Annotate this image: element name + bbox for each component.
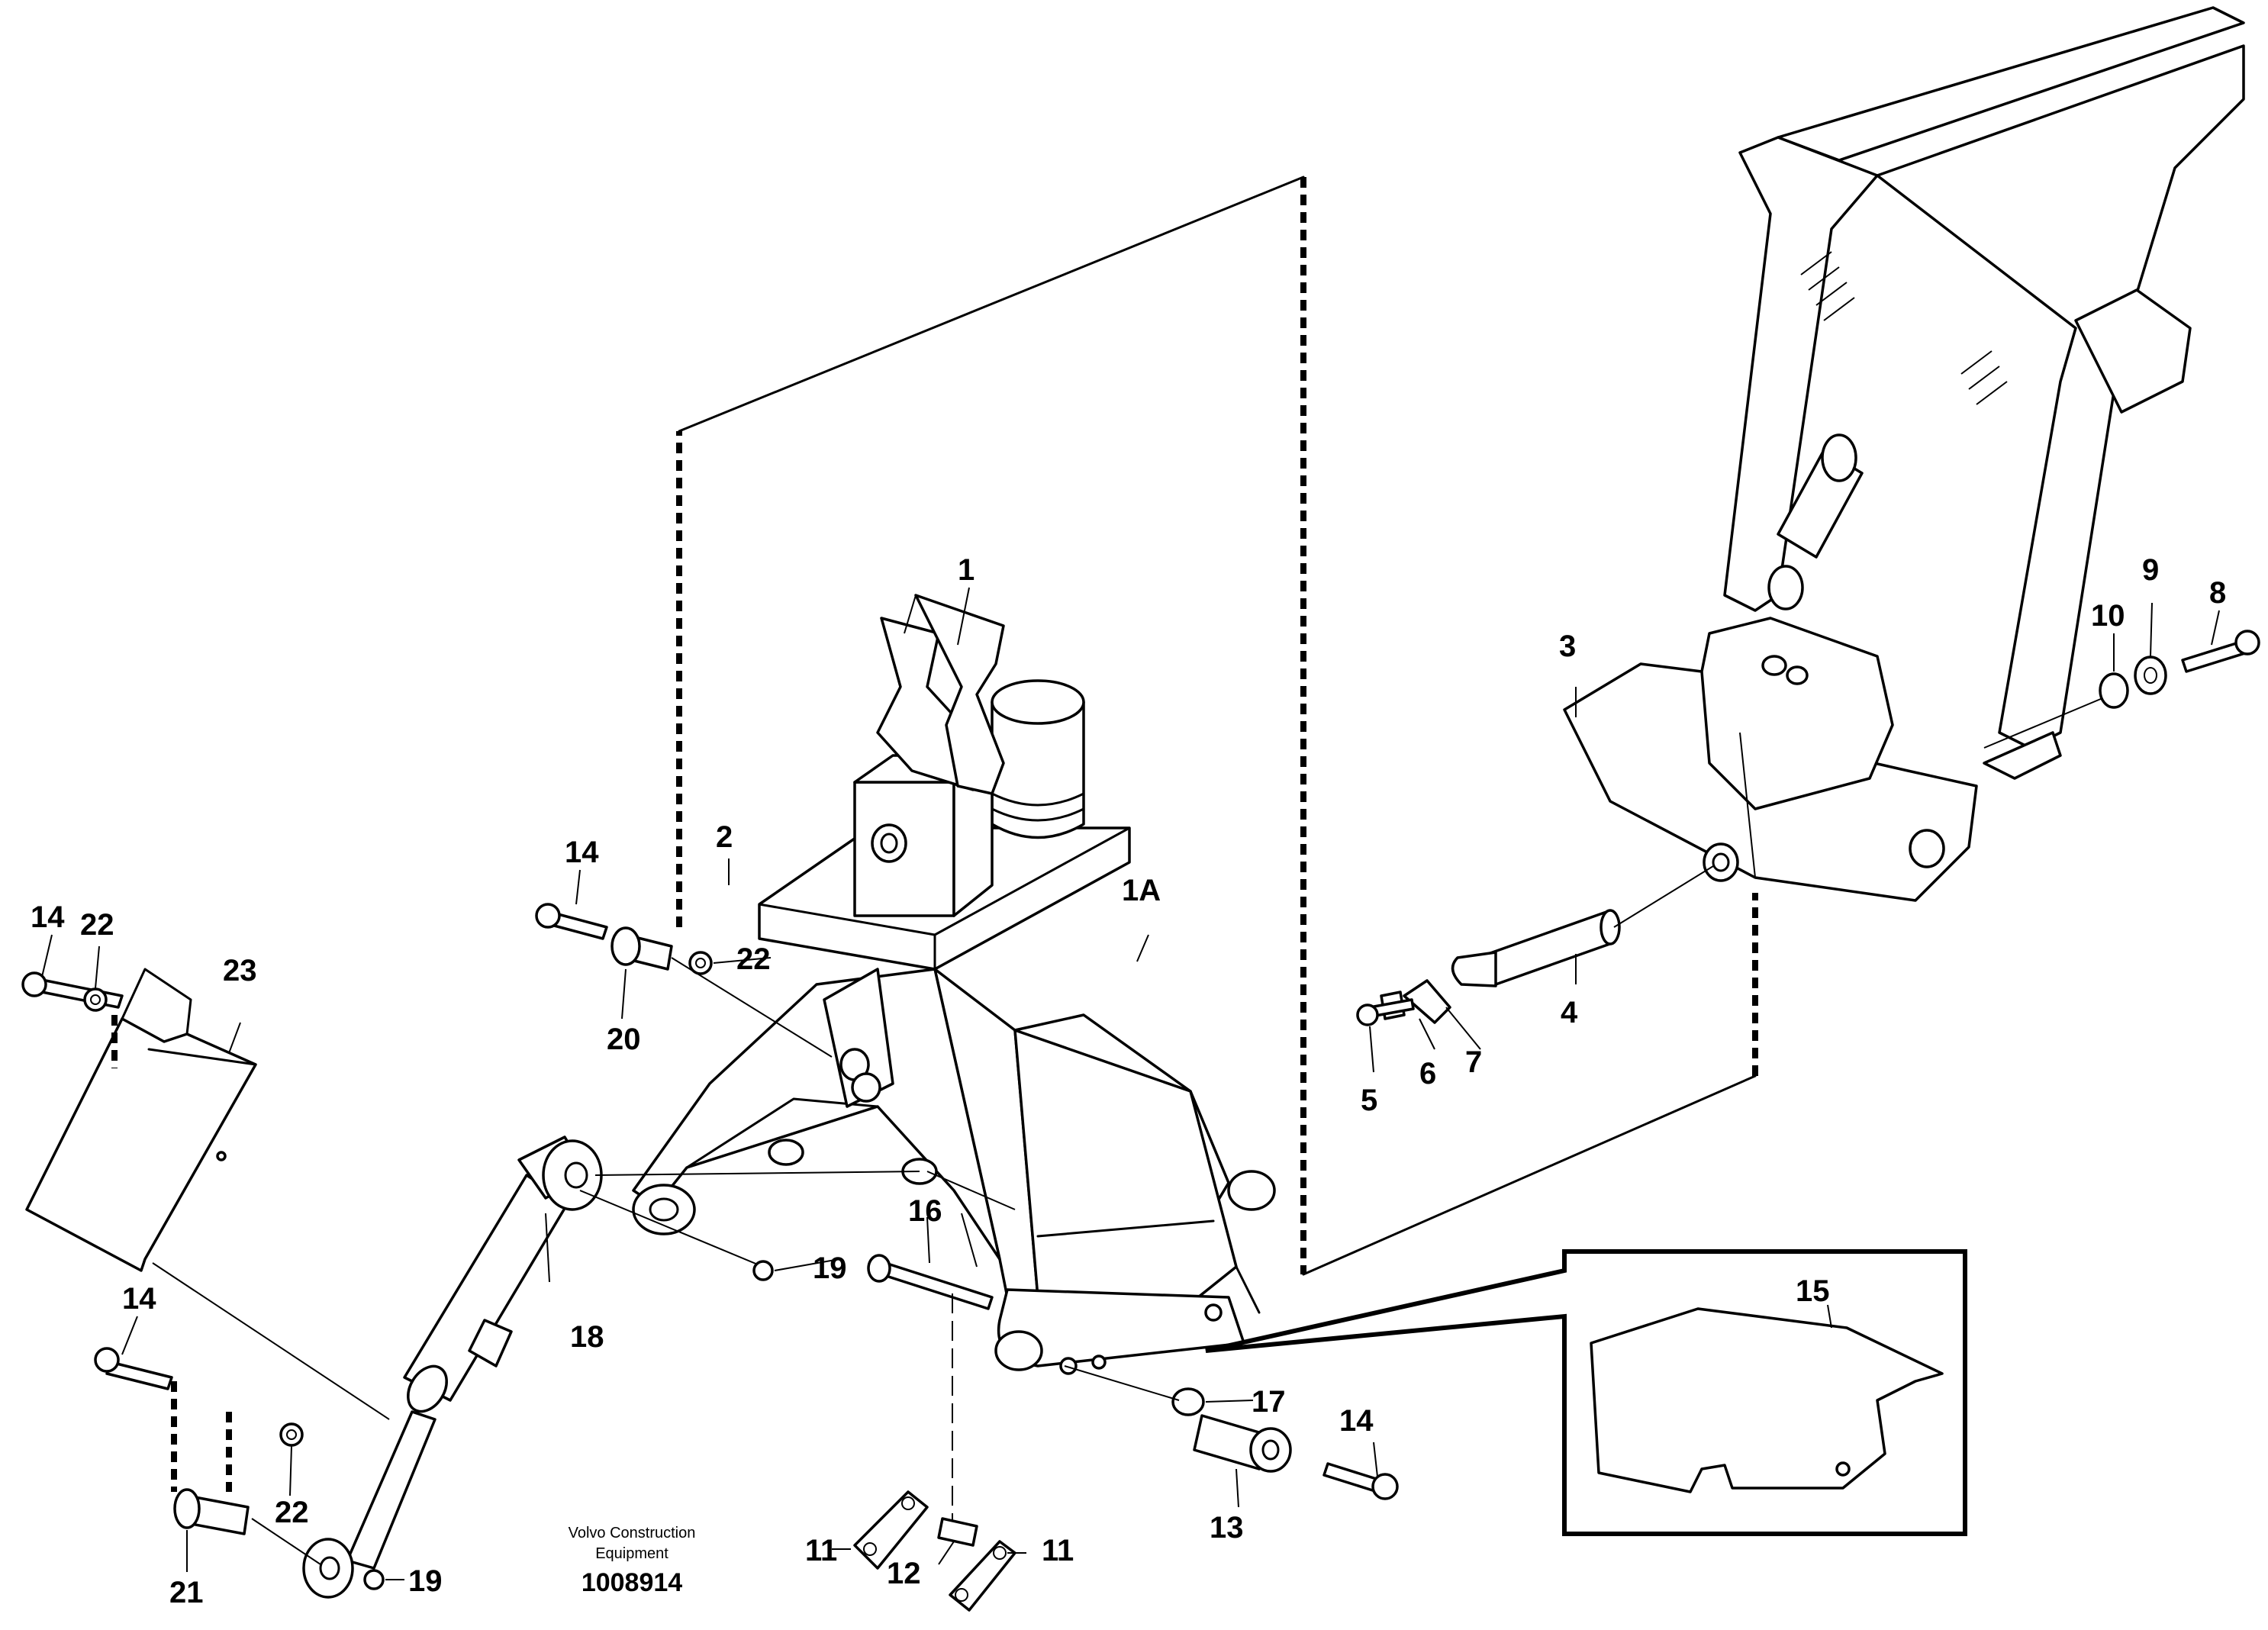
callout-11-right: 11 (1042, 1534, 1074, 1567)
callout-5: 5 (1361, 1084, 1377, 1117)
part-1-pedestal (758, 594, 1131, 971)
callout-7: 7 (1465, 1045, 1482, 1079)
part-3-bracket-and-boom (1563, 6, 2245, 902)
callout-17: 17 (1252, 1385, 1286, 1419)
callout-4: 4 (1561, 996, 1578, 1029)
fasteners-left (21, 903, 1399, 1612)
callout-9: 9 (2142, 553, 2159, 587)
callout-18: 18 (570, 1320, 604, 1354)
callout-6: 6 (1419, 1057, 1436, 1090)
phantom-outline (676, 176, 1758, 1276)
fasteners-right (1356, 630, 2260, 1026)
callout-21: 21 (169, 1576, 204, 1609)
caption-line-2: Equipment (595, 1545, 668, 1562)
callout-22-left: 22 (275, 1496, 309, 1529)
callout-2: 2 (716, 820, 733, 854)
document-number: 1008914 (581, 1568, 682, 1597)
callout-22-mid: 22 (736, 942, 771, 976)
caption-line-1: Volvo Construction (569, 1525, 696, 1541)
callout-19-lower: 19 (408, 1564, 443, 1598)
callout-20: 20 (607, 1023, 641, 1056)
callout-13: 13 (1210, 1511, 1244, 1545)
callout-3: 3 (1559, 630, 1576, 663)
pedestal-frame (632, 968, 1276, 1375)
callout-12: 12 (887, 1557, 921, 1590)
callout-19-upper: 19 (813, 1251, 847, 1285)
callout-labels: 1 1A 2 3 4 5 6 7 8 9 10 11 11 12 13 14 1… (31, 553, 2226, 1609)
part-18-cylinder (302, 1136, 603, 1599)
callout-10: 10 (2091, 599, 2125, 633)
callout-1a: 1A (1122, 874, 1161, 907)
callout-8: 8 (2209, 576, 2226, 610)
detail-inset-15 (1205, 1249, 1967, 1536)
callout-15: 15 (1796, 1274, 1830, 1308)
callout-1: 1 (958, 553, 975, 587)
callout-14-left: 14 (122, 1282, 156, 1316)
callout-11-left: 11 (805, 1534, 837, 1567)
drawing-caption: Volvo Construction Equipment 1008914 (569, 1525, 696, 1597)
callout-22-top-left: 22 (80, 908, 114, 942)
part-23-guard (25, 968, 257, 1272)
callout-16: 16 (908, 1194, 942, 1228)
callout-14-top-left: 14 (31, 900, 65, 934)
callout-14-mid: 14 (565, 836, 599, 869)
callout-23: 23 (223, 954, 257, 987)
leader-lines (41, 587, 2220, 1580)
callout-14-right: 14 (1339, 1404, 1374, 1438)
